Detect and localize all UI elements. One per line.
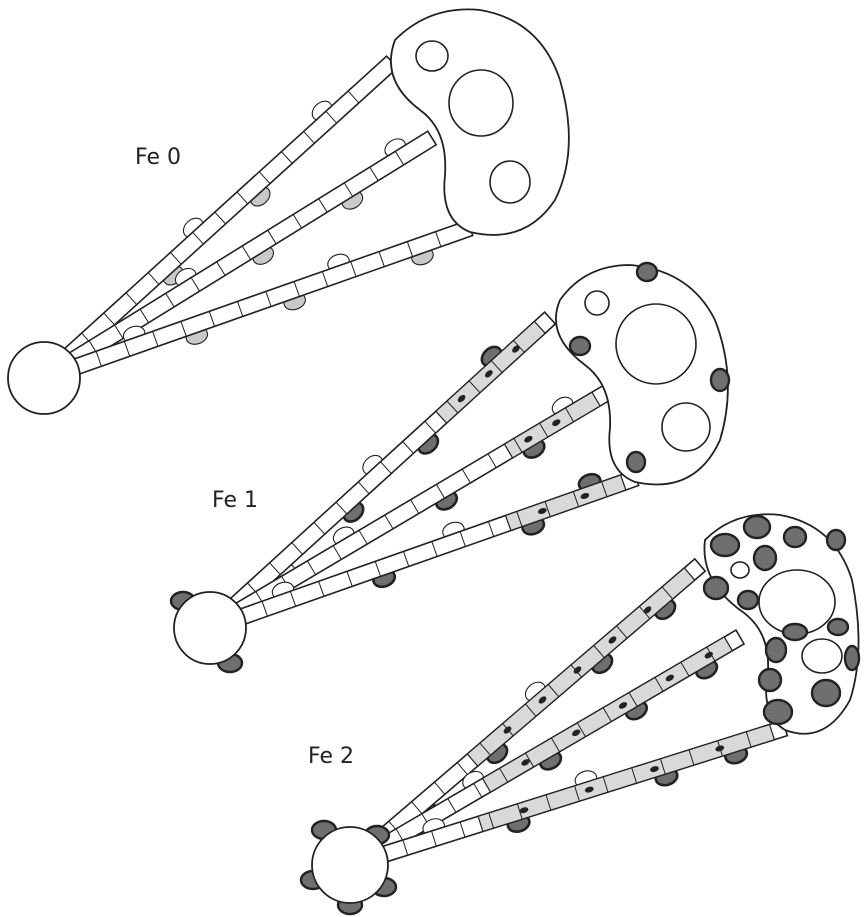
dark-vesicle [783, 624, 807, 640]
stage-label-fe1: Fe 1 [212, 488, 258, 513]
dark-vesicle [754, 546, 776, 570]
dark-vesicle [744, 516, 770, 538]
bulb-vacuole [585, 291, 609, 315]
dark-vesicle [828, 619, 848, 635]
dark-vesicle [738, 591, 758, 609]
cell-body [8, 342, 80, 414]
dark-vesicle [627, 452, 645, 472]
bulb-vacuole [731, 562, 749, 578]
dark-vesicle [784, 527, 806, 547]
stage-label-fe2: Fe 2 [308, 744, 354, 769]
dark-vesicle [637, 263, 657, 281]
bulb-vacuole [449, 70, 513, 136]
bulb-vacuole [802, 639, 842, 673]
dark-vesicle [759, 669, 781, 691]
dark-vesicle [711, 534, 739, 556]
stage-label-fe0: Fe 0 [135, 145, 181, 170]
shaded-segment [506, 475, 626, 531]
bulb-vacuole [416, 41, 448, 71]
dark-vesicle [704, 577, 728, 599]
cell-body [174, 592, 246, 664]
shaded-segment [478, 725, 774, 832]
dark-vesicle [570, 337, 590, 355]
shaded-segment [504, 392, 600, 458]
bulb-vacuole [616, 304, 696, 384]
bulb-vacuole [662, 403, 710, 451]
bulb-vacuole [490, 161, 530, 203]
dark-vesicle [827, 530, 845, 550]
dark-vesicle [845, 646, 859, 670]
cell-body [312, 827, 388, 903]
dark-vesicle [711, 369, 729, 391]
dark-vesicle [766, 638, 786, 662]
dark-vesicle [812, 680, 840, 706]
dark-vesicle [764, 700, 792, 724]
